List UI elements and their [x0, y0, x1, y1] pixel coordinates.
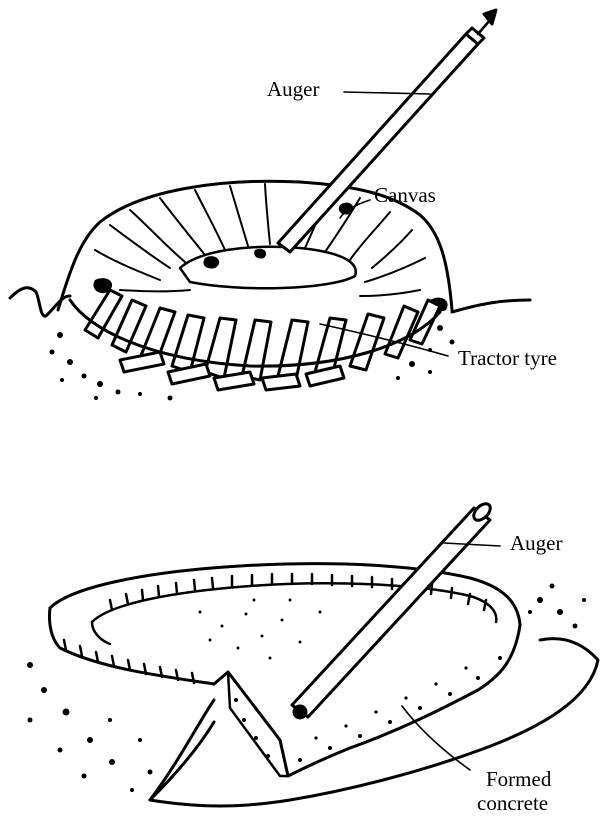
label-canvas: Canvas	[374, 184, 436, 206]
slab-wall-left	[49, 608, 214, 684]
slab-inner-wall	[92, 622, 110, 644]
slab-inner-rim	[92, 583, 496, 622]
slab-top	[50, 564, 520, 625]
label-auger-bottom: Auger	[510, 532, 562, 554]
concrete-texture	[199, 599, 503, 763]
cut-face	[228, 672, 288, 776]
base-edge-left	[150, 722, 214, 800]
auger-bottom	[292, 501, 493, 718]
label-tractor-tyre: Tractor tyre	[458, 347, 557, 369]
top-figure	[10, 10, 530, 401]
canvas-opening	[180, 247, 356, 288]
label-concrete: concrete	[477, 792, 548, 814]
label-auger-top: Auger	[267, 78, 319, 100]
label-formed: Formed	[486, 768, 551, 790]
